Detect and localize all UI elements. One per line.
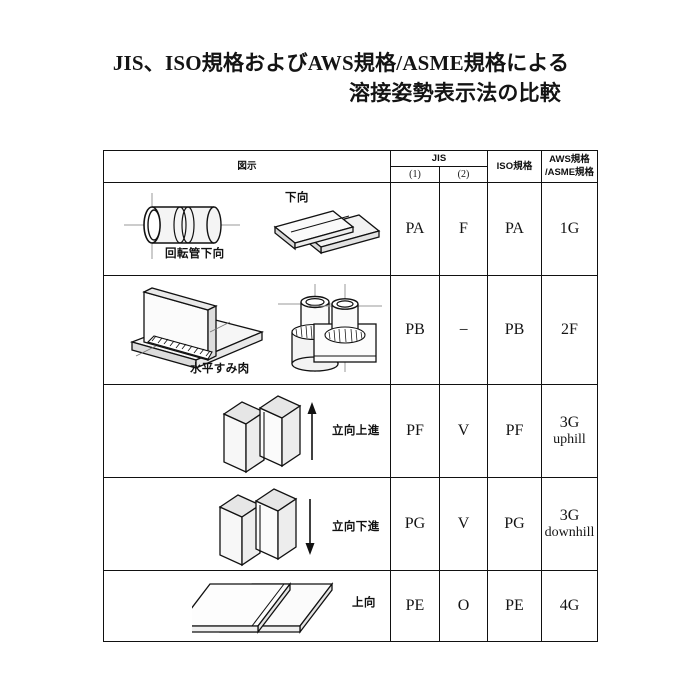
table-header: 図示 JIS ISO規格 AWS規格 /ASME規格 (1) (2): [103, 150, 598, 183]
cell-iso: PG: [487, 477, 542, 571]
vertical-plates-down-diagram-icon: [218, 488, 315, 567]
cell-aws: 4G: [541, 570, 598, 642]
figure-label-vertical-down: 立向下進: [332, 521, 380, 533]
cell-iso: PE: [487, 570, 542, 642]
cell-aws: 1G: [541, 182, 598, 276]
cell-jis-2: V: [439, 384, 488, 478]
flat-plate-diagram-icon: [273, 210, 381, 255]
pipe-to-plate-joint-diagram-icon: [308, 284, 382, 372]
cell-iso: PA: [487, 182, 542, 276]
table-body: 回転管下向: [103, 182, 598, 642]
figure-cell-horizontal-fillet: 水平すみ肉: [103, 275, 391, 385]
cell-aws-main: 3G: [559, 414, 580, 432]
tee-fillet-weld-diagram-icon: [129, 287, 265, 369]
overhead-plates-diagram-icon: [192, 582, 334, 634]
cell-jis-2: O: [439, 570, 488, 642]
figure-tee-fillet-and-pipe-joints: 水平すみ肉: [104, 276, 390, 384]
arrow-down-head-icon: [305, 543, 315, 555]
cell-jis-2: V: [439, 477, 488, 571]
cell-aws-main: 3G: [559, 507, 580, 525]
cell-aws: 2F: [541, 275, 598, 385]
figure-cell-vertical-up: 立向上進: [103, 384, 391, 478]
header-jis: JIS: [390, 150, 488, 167]
cell-jis-2: F: [439, 182, 488, 276]
cell-jis-1: PA: [390, 182, 440, 276]
figure-overhead-plates: 上向: [104, 571, 390, 641]
figure-cell-overhead: 上向: [103, 570, 391, 642]
figure-label-rotating-pipe: 回転管下向: [165, 248, 225, 260]
header-figure: 図示: [103, 150, 391, 183]
table-row: 立向上進 PF V PF 3G uphill: [103, 384, 598, 478]
cell-aws-main: 4G: [559, 597, 580, 615]
header-aws-line-1: AWS規格: [549, 153, 590, 165]
cell-aws: 3G downhill: [541, 477, 598, 571]
cell-jis-1: PF: [390, 384, 440, 478]
cell-jis-1: PG: [390, 477, 440, 571]
table-row: 上向 PE O PE 4G: [103, 570, 598, 642]
cell-jis-1: PE: [390, 570, 440, 642]
table-row: 立向下進 PG V PG 3G downhill: [103, 477, 598, 571]
cell-jis-1: PB: [390, 275, 440, 385]
header-jis-sub-1: (1): [390, 166, 440, 183]
figure-label-horizontal-fillet: 水平すみ肉: [190, 363, 250, 375]
table-header-row-2: (1) (2): [104, 166, 598, 183]
figure-label-overhead: 上向: [352, 597, 376, 609]
figure-label-vertical-up: 立向上進: [332, 425, 380, 437]
arrow-up-head-icon: [307, 402, 317, 414]
cell-aws-main: 1G: [559, 220, 580, 238]
cell-aws: 3G uphill: [541, 384, 598, 478]
cell-aws-sub: uphill: [553, 432, 586, 448]
table-row: 水平すみ肉: [103, 275, 598, 385]
header-iso: ISO規格: [487, 150, 542, 183]
cell-jis-2: −: [439, 275, 488, 385]
figure-vertical-plates-downhill: 立向下進: [104, 478, 390, 570]
vertical-plates-up-diagram-icon: [222, 395, 317, 474]
cell-iso: PB: [487, 275, 542, 385]
cell-aws-main: 2F: [561, 321, 578, 339]
title-line-2: 溶接姿勢表示法の比較: [349, 81, 561, 106]
cell-aws-sub: downhill: [544, 525, 595, 541]
header-jis-sub-2: (2): [439, 166, 488, 183]
table-row: 回転管下向: [103, 182, 598, 276]
figure-label-downhand: 下向: [285, 192, 309, 204]
figure-cell-vertical-down: 立向下進: [103, 477, 391, 571]
figure-rotating-pipe-and-flat-plate: 回転管下向: [104, 183, 390, 275]
figure-cell-flat-position: 回転管下向: [103, 182, 391, 276]
rotating-pipe-diagram-icon: [124, 193, 240, 259]
figure-vertical-plates-uphill: 立向上進: [104, 385, 390, 477]
title-line-1: JIS、ISO規格およびAWS規格/ASME規格による: [112, 51, 570, 75]
welding-position-comparison-table: 図示 JIS ISO規格 AWS規格 /ASME規格 (1) (2): [103, 150, 598, 642]
page-title: JIS、ISO規格およびAWS規格/ASME規格による 溶接姿勢表示法の比較: [0, 48, 700, 109]
header-aws-asme: AWS規格 /ASME規格: [541, 150, 598, 183]
header-aws-line-2: /ASME規格: [544, 166, 595, 178]
table-header-row-1: 図示 JIS ISO規格 AWS規格 /ASME規格: [103, 150, 598, 183]
cell-iso: PF: [487, 384, 542, 478]
